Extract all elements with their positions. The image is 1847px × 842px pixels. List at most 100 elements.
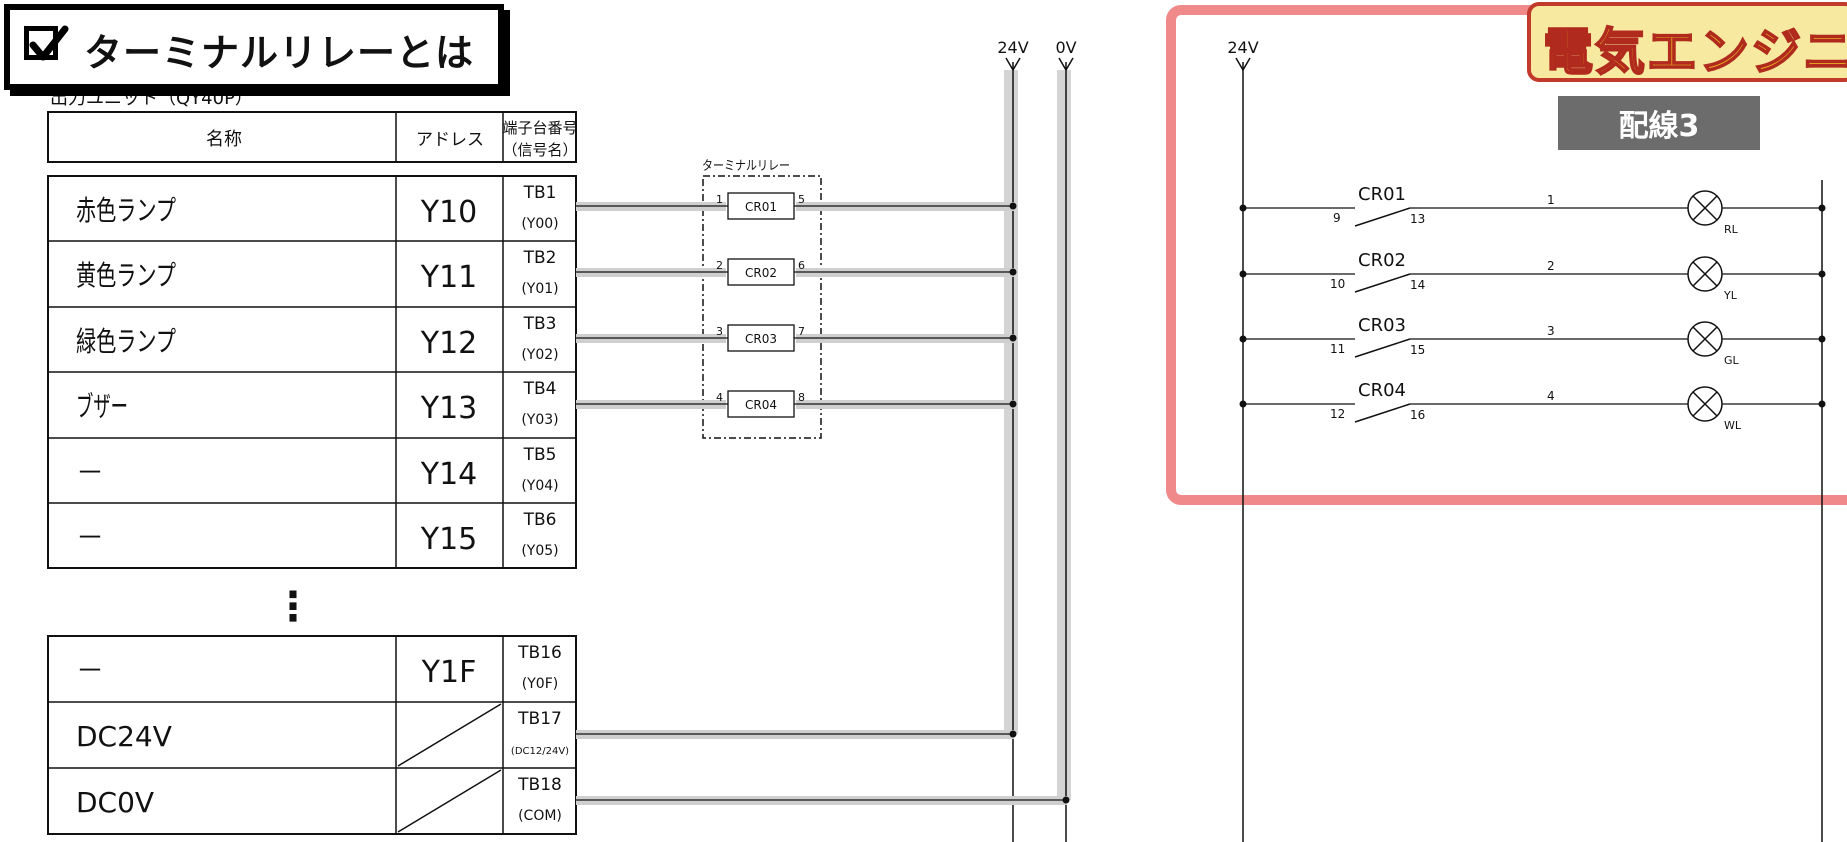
table-block-1: 赤色ランプ Y10 TB1 (Y00) 黄色ランプ Y11 TB2 (Y01) … <box>47 175 577 569</box>
contact-pin: 12 <box>1330 407 1345 421</box>
table-row-name: － <box>76 456 104 489</box>
contact-label: CR04 <box>1358 380 1406 401</box>
header-name: 名称 <box>206 129 242 150</box>
contact-symbol <box>1354 338 1411 358</box>
table-row-address: Y12 <box>420 326 478 361</box>
contact-label: CR01 <box>1358 184 1406 205</box>
contact-symbol <box>1354 207 1411 227</box>
table-row-name: － <box>76 654 104 687</box>
table-row-address: Y13 <box>420 391 478 426</box>
table-row-name: DC0V <box>76 786 154 819</box>
contact-pin: 10 <box>1330 277 1345 291</box>
relay-block-label: ターミナルリレー <box>702 159 790 174</box>
table-row-signal: (Y0F) <box>522 676 558 692</box>
table-row-tb: TB6 <box>523 510 557 530</box>
empty-cell-slash <box>397 703 502 767</box>
relay-pin: 8 <box>798 391 805 404</box>
relay-cr02: CR02 2 6 <box>716 258 805 286</box>
relay-pin: 4 <box>716 391 723 404</box>
page-title: ターミナルリレーとは <box>84 31 475 75</box>
empty-cell-slash <box>397 769 502 833</box>
checkbox-icon <box>24 25 69 61</box>
table-row-signal: (Y03) <box>521 412 558 428</box>
table-row-tb: TB5 <box>523 445 557 465</box>
logo-text: 電気エンジニアのツボ <box>1542 22 1847 81</box>
ladder-rung-1: CR01 9 13 1 RL <box>1239 184 1826 236</box>
table-row-tb: TB18 <box>517 775 562 795</box>
wire-number: 1 <box>1547 193 1555 207</box>
table-row-tb: TB2 <box>523 248 557 268</box>
contact-pin: 9 <box>1333 211 1341 225</box>
rail-0v-label: 0V <box>1055 38 1076 57</box>
table-row-signal: (Y01) <box>521 281 558 297</box>
wire-number: 3 <box>1547 324 1555 338</box>
table-row-name: － <box>76 521 104 554</box>
contact-symbol <box>1354 273 1411 293</box>
table-row-signal: (Y00) <box>521 216 558 232</box>
terminal-relay-block: ターミナルリレー <box>702 159 822 439</box>
ladder-rung-2: CR02 10 14 2 YL <box>1239 250 1826 302</box>
table-row-signal: (Y02) <box>521 347 558 363</box>
relays: CR01 1 5 CR02 2 6 CR03 3 7 CR04 4 8 <box>716 192 805 418</box>
contact-pin: 11 <box>1330 342 1345 356</box>
table-row-signal: (Y05) <box>521 543 558 559</box>
table-row-tb: TB4 <box>523 379 557 399</box>
contact-pin: 16 <box>1410 408 1425 422</box>
table-caption: 出力ユニット（QY40P） <box>50 88 253 109</box>
table-row-name: 緑色ランプ <box>76 325 176 358</box>
relay-cr03: CR03 3 7 <box>716 324 805 352</box>
table-row-tb: TB17 <box>517 709 562 729</box>
table-header: 名称 アドレス 端子台番号 （信号名） <box>47 111 578 163</box>
ladder-rung-3: CR03 11 15 3 GL <box>1239 315 1826 367</box>
contact-symbol <box>1354 403 1411 423</box>
table-row-name: 赤色ランプ <box>76 194 176 227</box>
table-row-address: Y1F <box>421 655 477 690</box>
relay-pin: 7 <box>798 325 805 338</box>
wiring-badge: 配線3 <box>1558 96 1760 150</box>
lamp-label: RL <box>1724 223 1739 236</box>
ladder-rails: 24V <box>1227 38 1823 842</box>
power-rails: 24V 0V <box>997 38 1077 842</box>
table-row-tb: TB1 <box>523 183 557 203</box>
header-terminal: 端子台番号 <box>502 119 577 137</box>
table-row-address: Y10 <box>420 195 478 230</box>
table-row-name: ブザー <box>76 390 128 423</box>
relay-label: CR04 <box>745 398 777 412</box>
table-row-signal: (Y04) <box>521 478 558 494</box>
wire-number: 2 <box>1547 259 1555 273</box>
lamp-label: GL <box>1724 354 1740 367</box>
header-signal: （信号名） <box>502 141 577 159</box>
relay-pin: 6 <box>798 259 805 272</box>
relay-pin: 2 <box>716 259 723 272</box>
relay-cr01: CR01 1 5 <box>716 192 805 220</box>
table-block-2: － Y1F TB16 (Y0F) DC24V TB17 (DC12/24V) D… <box>47 635 577 835</box>
table-row-signal: (DC12/24V) <box>511 746 569 757</box>
contact-pin: 13 <box>1410 212 1425 226</box>
contact-pin: 15 <box>1410 343 1425 357</box>
table-row-address: Y14 <box>420 457 478 492</box>
ladder-rail-label: 24V <box>1227 38 1258 57</box>
contact-label: CR02 <box>1358 250 1406 271</box>
relay-cr04: CR04 4 8 <box>716 390 805 418</box>
table-row-tb: TB3 <box>523 314 557 334</box>
ladder-rung-4: CR04 12 16 4 WL <box>1239 380 1826 432</box>
relay-pin: 3 <box>716 325 723 338</box>
rail-24v-label: 24V <box>997 38 1028 57</box>
table-row-tb: TB16 <box>517 643 562 663</box>
wire-number: 4 <box>1547 389 1555 403</box>
header-address: アドレス <box>416 130 484 150</box>
contact-pin: 14 <box>1410 278 1425 292</box>
rail-0v-highlight <box>1057 70 1071 800</box>
table-row-name: 黄色ランプ <box>76 259 176 292</box>
lamp-label: WL <box>1724 419 1742 432</box>
table-row-name: DC24V <box>76 720 172 753</box>
table-ellipsis: ⋮ <box>273 584 313 630</box>
lamp-label: YL <box>1723 289 1738 302</box>
relay-label: CR02 <box>745 266 777 280</box>
relay-label: CR03 <box>745 332 777 346</box>
relay-label: CR01 <box>745 200 777 214</box>
table-row-address: Y11 <box>420 260 478 295</box>
table-row-address: Y15 <box>420 522 478 557</box>
title-box: ターミナルリレーとは <box>4 4 504 90</box>
